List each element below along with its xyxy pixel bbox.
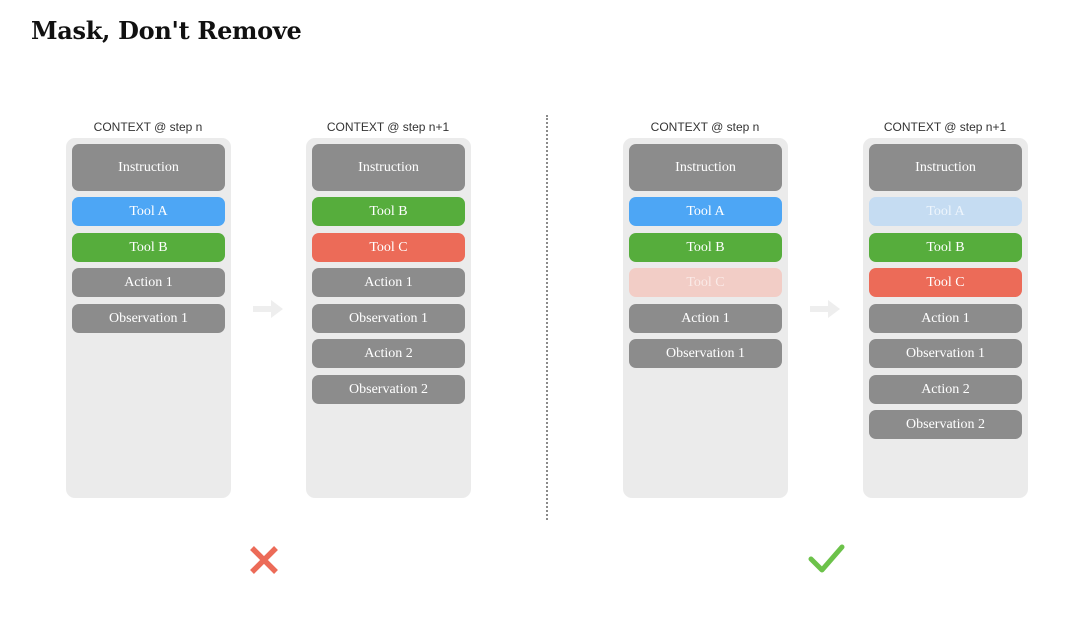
context-item-observation-1: Observation 1 (312, 304, 465, 333)
context-item-tool-c-masked: Tool C (629, 268, 782, 297)
context-item-instruction: Instruction (869, 144, 1022, 191)
page-title: Mask, Don't Remove (31, 16, 302, 45)
section-divider (546, 115, 548, 520)
context-item-observation-1: Observation 1 (869, 339, 1022, 368)
context-item-tool-b: Tool B (72, 233, 225, 262)
context-item-observation-1: Observation 1 (629, 339, 782, 368)
context-item-tool-c: Tool C (312, 233, 465, 262)
cross-icon (250, 546, 278, 574)
context-item-instruction: Instruction (629, 144, 782, 191)
context-item-instruction: Instruction (72, 144, 225, 191)
context-item-action-1: Action 1 (312, 268, 465, 297)
left-step-n1-context-panel: Instruction Tool B Tool C Action 1 Obser… (306, 138, 471, 498)
left-step-n1-label: CONTEXT @ step n+1 (326, 120, 450, 134)
context-item-tool-b: Tool B (312, 197, 465, 226)
context-item-instruction: Instruction (312, 144, 465, 191)
context-item-action-1: Action 1 (629, 304, 782, 333)
context-item-tool-a: Tool A (629, 197, 782, 226)
context-item-tool-c: Tool C (869, 268, 1022, 297)
context-item-tool-b: Tool B (629, 233, 782, 262)
context-item-tool-a: Tool A (72, 197, 225, 226)
context-item-observation-2: Observation 2 (869, 410, 1022, 439)
arrow-right-icon (253, 300, 283, 318)
right-step-n1-label: CONTEXT @ step n+1 (883, 120, 1007, 134)
left-step-n-label: CONTEXT @ step n (93, 120, 203, 134)
right-step-n-context-panel: Instruction Tool A Tool B Tool C Action … (623, 138, 788, 498)
context-item-observation-1: Observation 1 (72, 304, 225, 333)
right-step-n-label: CONTEXT @ step n (650, 120, 760, 134)
left-step-n-context-panel: Instruction Tool A Tool B Action 1 Obser… (66, 138, 231, 498)
context-item-action-1: Action 1 (869, 304, 1022, 333)
context-item-action-2: Action 2 (312, 339, 465, 368)
context-item-action-1: Action 1 (72, 268, 225, 297)
context-item-action-2: Action 2 (869, 375, 1022, 404)
context-item-tool-a-masked: Tool A (869, 197, 1022, 226)
context-item-tool-b: Tool B (869, 233, 1022, 262)
context-item-observation-2: Observation 2 (312, 375, 465, 404)
arrow-right-icon (810, 300, 840, 318)
check-icon (808, 544, 845, 573)
right-step-n1-context-panel: Instruction Tool A Tool B Tool C Action … (863, 138, 1028, 498)
